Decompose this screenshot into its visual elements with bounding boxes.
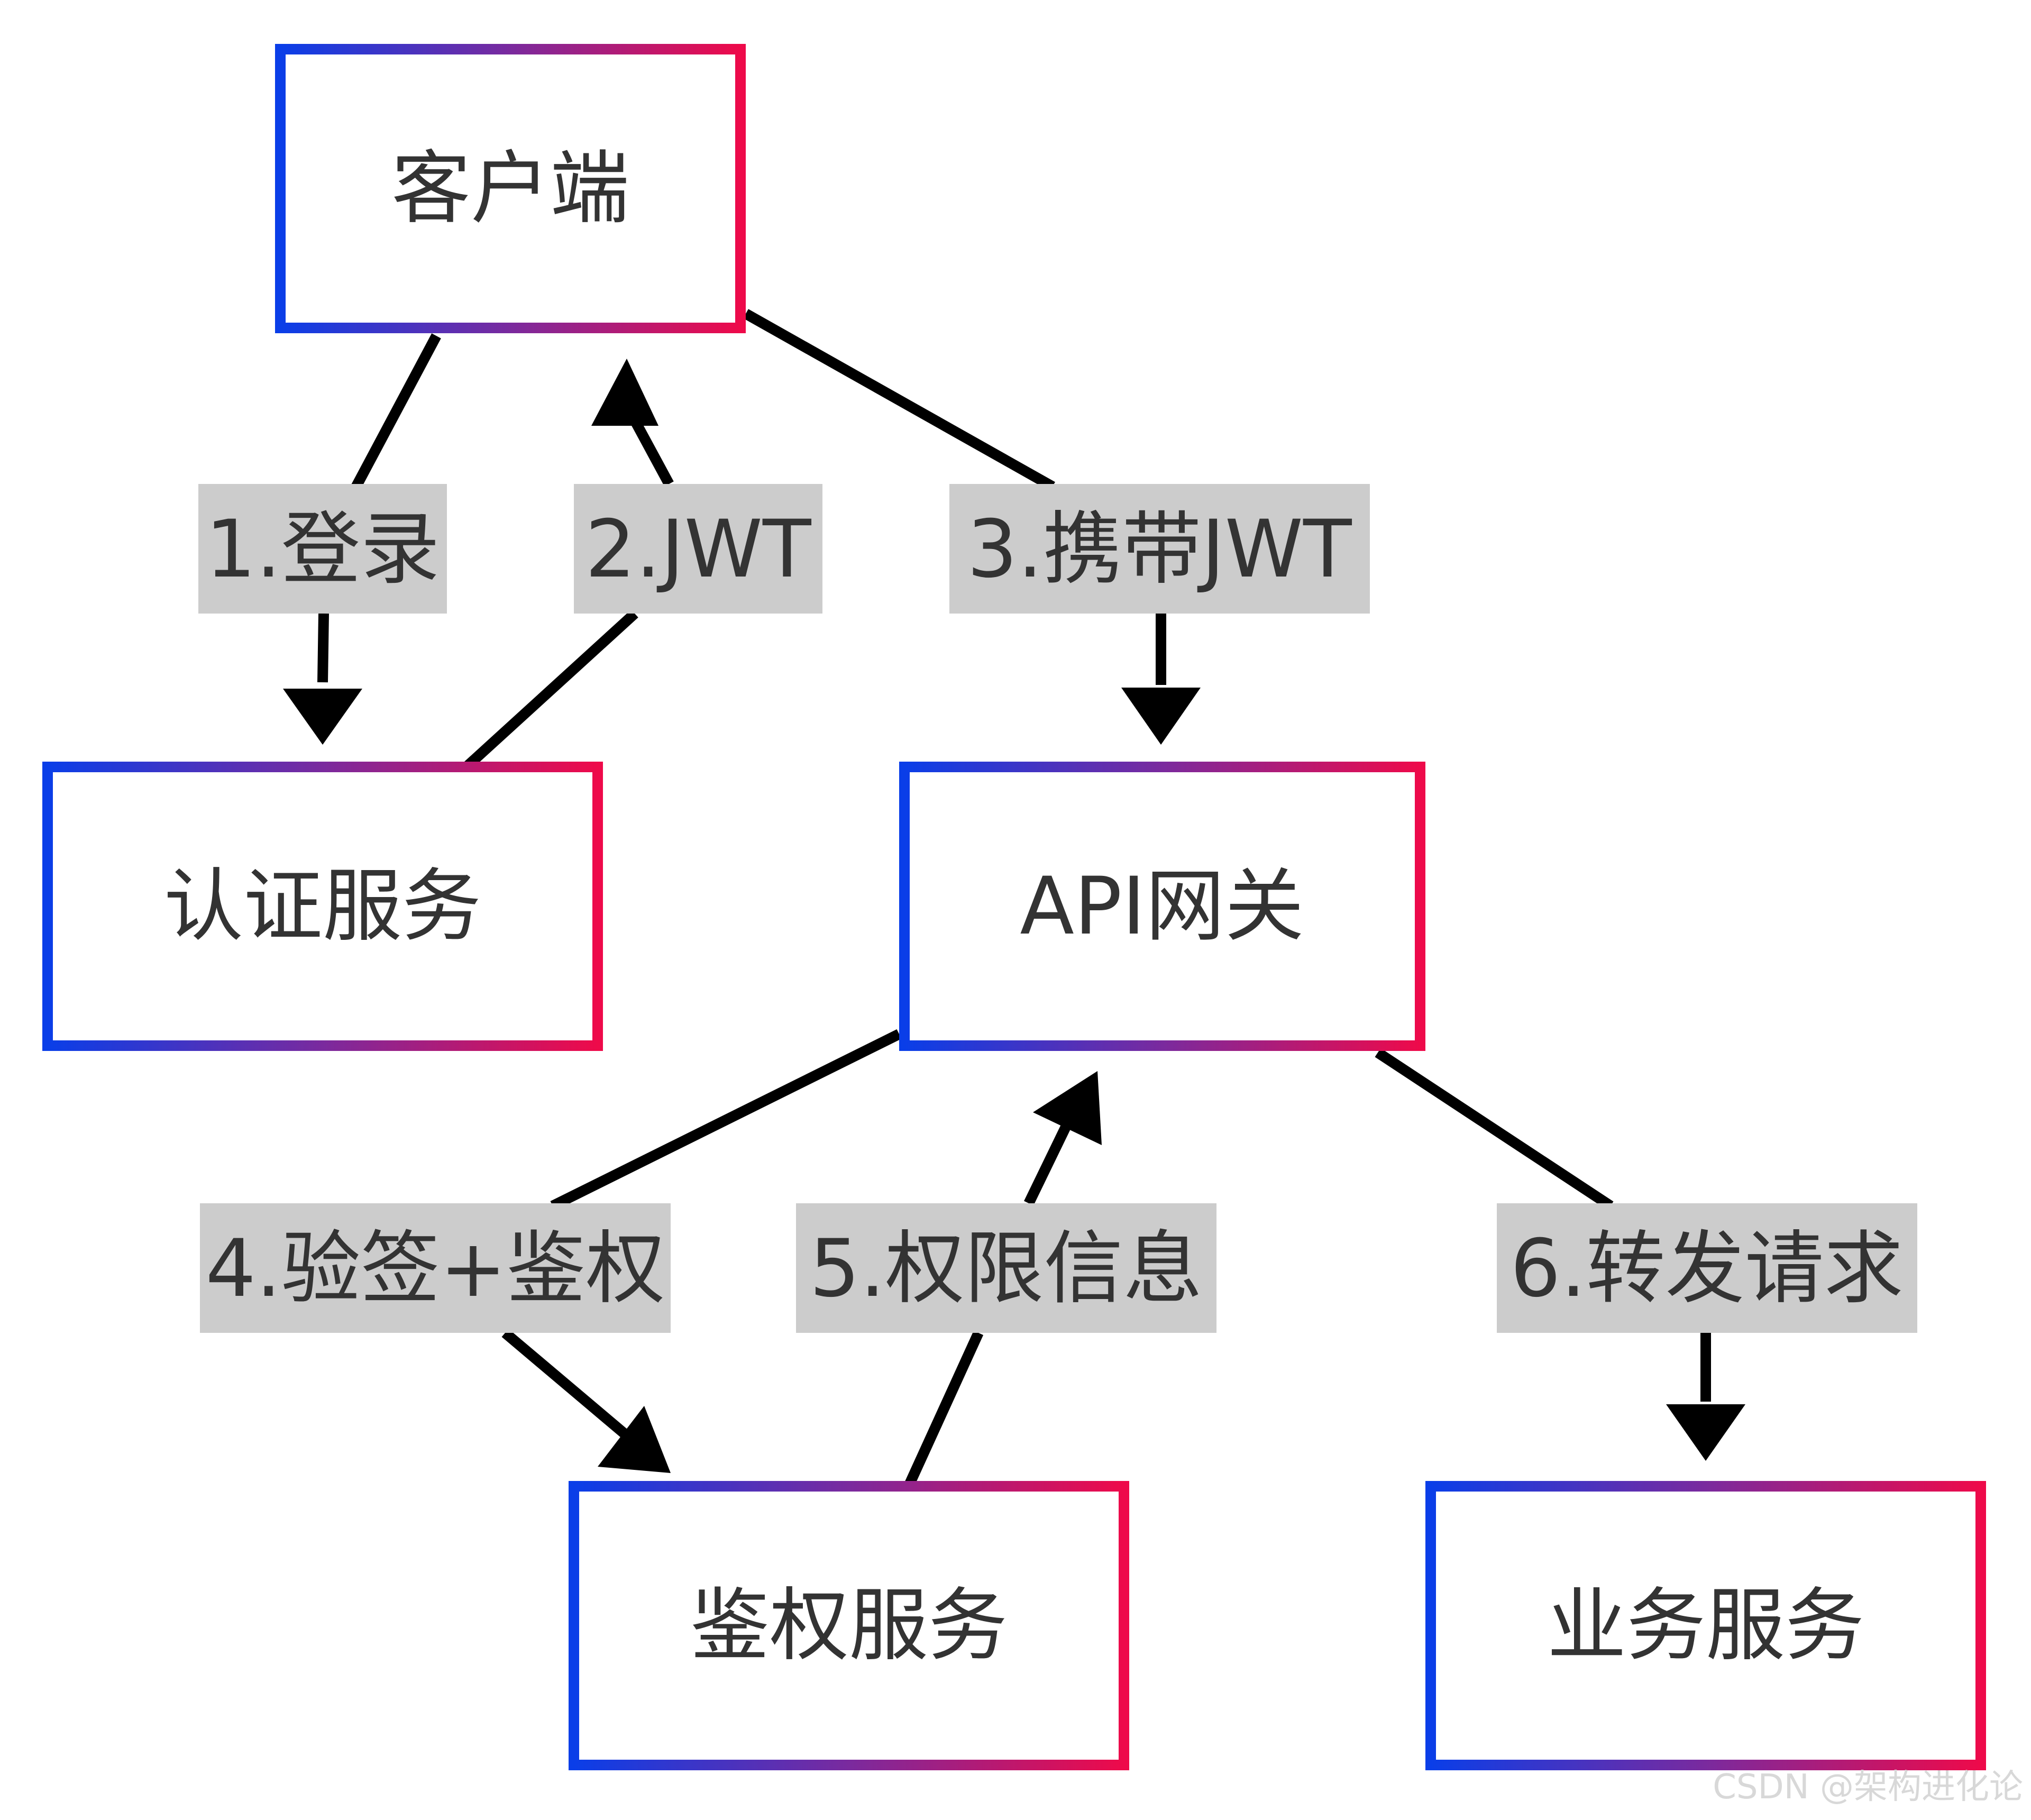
- edge-permission-label: 5.权限信息: [809, 1223, 1202, 1315]
- edge-login-arrowhead: [283, 689, 362, 745]
- edge-verify-line-upper: [550, 1029, 902, 1211]
- node-auth-service-label: 认证服务: [164, 861, 481, 953]
- edge-verify-label: 4.验签+鉴权: [206, 1223, 665, 1315]
- edge-label-backgrounds: [198, 484, 1917, 1333]
- node-api-gateway-label: API网关: [1020, 861, 1304, 953]
- edge-forward-label: 6.转发请求: [1510, 1223, 1903, 1315]
- node-boxes: [42, 44, 1986, 1770]
- edge-login-line: [349, 333, 441, 495]
- watermark: CSDN @架构进化论: [1713, 1768, 2023, 1807]
- edge-jwt-label-bg: [574, 484, 822, 614]
- edge-verify-arrowhead: [598, 1406, 671, 1473]
- node-authz-service: [569, 1481, 1129, 1770]
- edge-permission-label-bg: [796, 1203, 1216, 1333]
- edge-carry-jwt-label: 3.携带JWT: [967, 504, 1352, 596]
- edge-jwt-arrowhead: [591, 359, 658, 426]
- edge-jwt-label: 2.JWT: [585, 504, 812, 596]
- edge-forward-line: [1375, 1048, 1614, 1211]
- node-business-service: [1425, 1481, 1986, 1770]
- edge-login-line-lower: [317, 613, 329, 683]
- edge-login-label-bg: [198, 484, 447, 614]
- edge-permission-line-upper: [1024, 1113, 1076, 1206]
- node-authz-service-label: 鉴权服务: [690, 1580, 1008, 1672]
- node-api-gateway: [899, 762, 1425, 1051]
- edge-verify-line-lower: [501, 1329, 628, 1438]
- connectors: [317, 309, 1711, 1486]
- edge-permission-arrowhead: [1033, 1071, 1102, 1145]
- edge-verify-label-bg: [200, 1203, 671, 1333]
- node-client-label: 客户端: [391, 143, 629, 235]
- edge-forward-arrowhead: [1666, 1404, 1745, 1461]
- edge-labels: 1.登录 2.JWT 3.携带JWT 4.验签+鉴权 5.权限信息 6.转发请求: [205, 504, 1903, 1315]
- arrowheads: [283, 359, 1745, 1473]
- edge-carry-jwt-label-bg: [949, 484, 1370, 614]
- node-auth-service: [42, 762, 603, 1051]
- edge-login-label: 1.登录: [205, 504, 440, 596]
- node-client: [275, 44, 746, 333]
- node-business-service-label: 业务服务: [1547, 1580, 1864, 1672]
- edge-forward-label-bg: [1497, 1203, 1917, 1333]
- edge-carry-jwt-arrowhead: [1121, 688, 1201, 745]
- edge-permission-line-lower: [904, 1330, 984, 1486]
- node-labels: 客户端 认证服务 API网关 鉴权服务 业务服务: [164, 143, 1864, 1672]
- edge-carry-jwt-line: [743, 309, 1055, 491]
- edge-jwt-line-lower: [464, 609, 638, 770]
